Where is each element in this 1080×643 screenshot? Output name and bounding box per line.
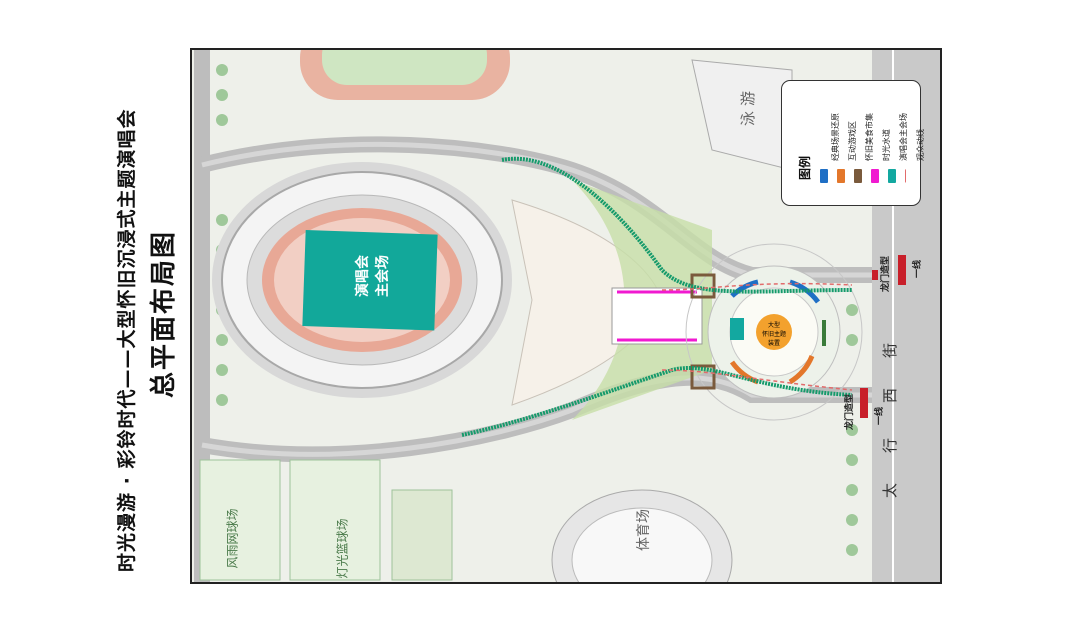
legend-swatch: [905, 169, 906, 183]
legend-item: 互动游戏区: [837, 81, 857, 199]
legend-item: 观众动线: [905, 81, 925, 199]
gate-mark-north: 一线: [913, 259, 923, 278]
circular-installation: [685, 243, 863, 421]
north-gate: [898, 255, 906, 285]
street-char-3: 西: [881, 387, 900, 404]
legend-swatch: [888, 169, 896, 183]
tennis-courts: [199, 459, 453, 581]
gate-label-south: 龙门造型: [845, 393, 855, 430]
concert-stage-area: [302, 230, 438, 331]
legend-item: 经典场景还原: [820, 81, 840, 199]
stadium-lower-label: 体育场: [636, 509, 652, 551]
legend-title: 图例: [798, 155, 812, 180]
main-stadium: [212, 162, 512, 398]
street-char-4: 街: [881, 342, 900, 359]
center-installation-label: 大型 怀旧主题装置: [761, 322, 786, 347]
map-title: 总平面布局图: [149, 229, 179, 398]
legend-item: 演唱会主会场: [888, 81, 908, 199]
natatorium-label: 游: [739, 90, 758, 107]
basketball-label: 灯光篮球场: [335, 518, 350, 579]
south-gate: [860, 388, 868, 418]
gate-label-north: 龙门造型: [881, 255, 891, 292]
legend-swatch: [854, 169, 862, 183]
legend-swatch: [871, 169, 879, 183]
legend-label: 观众动线: [916, 129, 925, 161]
central-plaza: [511, 180, 712, 420]
tennis-label: 风雨网球场: [225, 508, 240, 569]
main-venue-label: 演唱会 主会场: [355, 255, 391, 297]
lower-stadium: [551, 489, 733, 582]
upper-track: [300, 50, 510, 100]
legend-swatch: [837, 169, 845, 183]
title-block: 时光漫游 · 彩铃时代——大型怀旧沉浸式主题演唱会 总平面布局图: [0, 0, 179, 572]
legend-box: 图例 经典场景还原 互动游戏区 怀旧美食市集 时光水道 演唱会主会场 观众动线: [781, 80, 925, 206]
street-char-2: 行: [881, 437, 900, 454]
site-plan-map: 演唱会 主会场 大型 怀旧主题装置 游 泳 体育场 风雨网球场 灯光篮球场 太 …: [190, 48, 942, 584]
legend-swatch: [820, 169, 828, 183]
event-subtitle: 时光漫游 · 彩铃时代——大型怀旧沉浸式主题演唱会: [116, 108, 138, 572]
gate-mark-south: 一线: [875, 406, 885, 425]
legend-item: 时光水道: [871, 81, 891, 199]
street-char-1: 太: [881, 482, 900, 499]
natatorium-label-2: 泳: [739, 110, 758, 127]
legend-item: 怀旧美食市集: [854, 81, 874, 199]
